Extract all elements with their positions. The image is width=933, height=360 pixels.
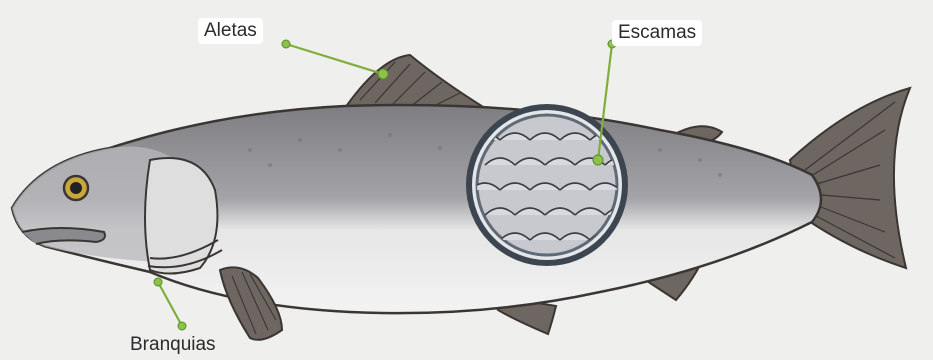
- label-gills: Branquias: [126, 334, 220, 356]
- leader-dot-fins-end: [378, 69, 388, 79]
- label-scales: Escamas: [612, 20, 702, 46]
- label-fins: Aletas: [198, 18, 263, 44]
- leader-dot-fins-start: [282, 40, 290, 48]
- leader-dot-gills-start: [154, 278, 162, 286]
- leader-line-gills: [158, 282, 182, 326]
- leader-line-fins: [286, 44, 383, 74]
- eye-pupil: [70, 182, 82, 194]
- leader-dot-gills-end: [178, 322, 186, 330]
- leader-dot-scales-end: [593, 155, 603, 165]
